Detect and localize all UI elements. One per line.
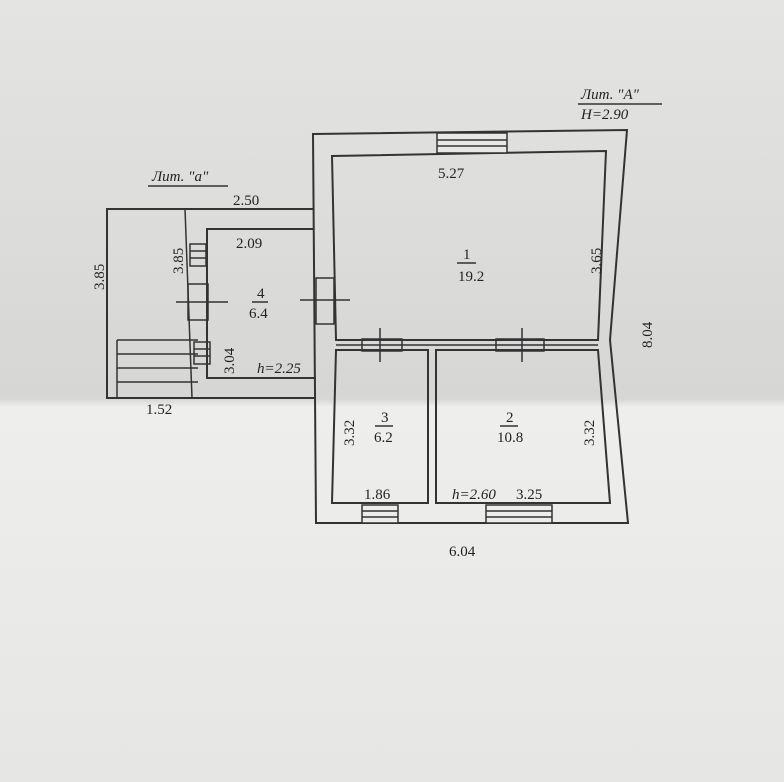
dim-room1-height: 3.65 [589,248,605,274]
porch-steps [116,339,198,398]
annex-window-lower [193,341,211,365]
dim-annex-porch-width: 1.52 [146,402,172,418]
dim-room3-width: 1.86 [364,487,391,503]
room-1-area: 19.2 [458,269,484,285]
main-building [300,128,630,524]
dim-room3-height: 3.32 [342,420,358,446]
dim-room-height-h: h=2.60 [452,487,496,503]
annex-inner-wall [206,228,316,379]
dim-main-total-width: 6.04 [449,544,476,560]
annex-window-upper [189,243,207,267]
dim-annex-height-lower: 3.04 [222,347,238,374]
dim-main-width-top: 5.27 [438,166,465,182]
dim-annex-height-outer: 3.85 [92,264,108,290]
room-1-label: 1 19.2 [457,247,484,285]
room-4-label: 4 6.4 [249,286,268,322]
door-room1-room2 [495,328,545,362]
annex-door [176,283,228,321]
dim-room2-height: 3.32 [582,420,598,446]
annex-name: Лит. "а" [151,169,209,185]
dim-main-total-height: 8.04 [640,321,656,348]
room-3-number: 3 [381,410,389,426]
window-bottom-right [485,504,553,524]
dim-room2-width: 3.25 [516,487,542,503]
window-top [436,132,508,154]
window-bottom-left [361,504,399,524]
main-building-name: Лит. "А" [580,87,640,103]
room-2-label: 2 10.8 [497,410,523,446]
room-3-inner-wall [330,349,429,504]
room-1-number: 1 [463,247,471,263]
dim-annex-height-inner: 3.85 [171,248,187,274]
annex-height: h=2.25 [257,361,301,377]
room-3-label: 3 6.2 [374,410,393,446]
annex-outer-wall [106,208,316,399]
dim-annex-width-inner: 2.09 [236,236,262,252]
door-annex-room1 [300,277,350,325]
room-3-area: 6.2 [374,430,393,446]
dim-annex-width-outer: 2.50 [233,193,259,209]
room-2-area: 10.8 [497,430,523,446]
room-2-number: 2 [506,410,514,426]
main-building-height: H=2.90 [580,107,629,123]
room-4-area: 6.4 [249,306,268,322]
door-room1-room3 [361,328,403,362]
room-1-inner-wall [330,149,608,341]
main-outer-wall [311,128,630,524]
room-4-number: 4 [257,286,265,302]
annex [106,208,316,399]
